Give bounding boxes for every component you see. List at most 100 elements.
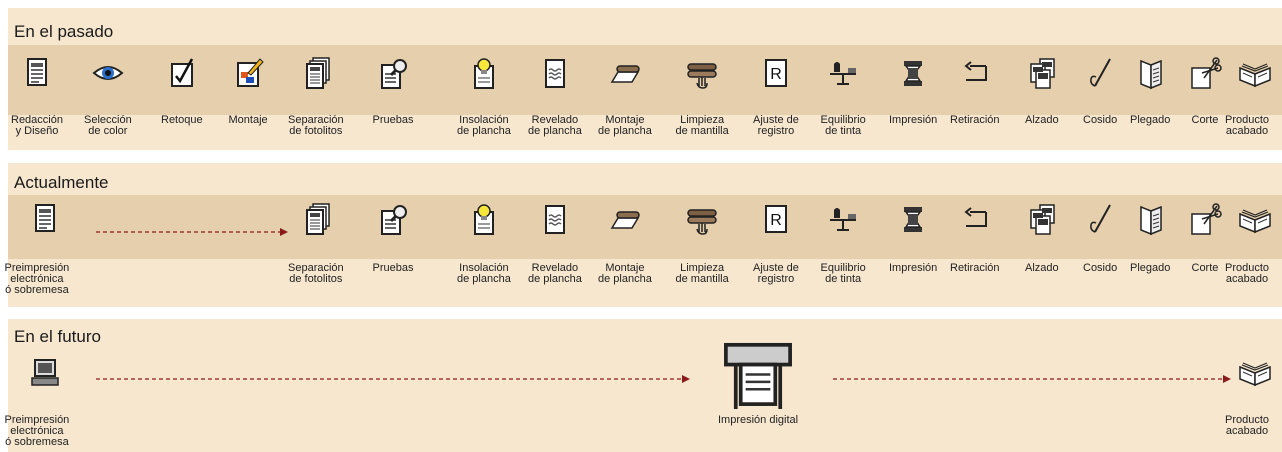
process-step: [1083, 56, 1117, 90]
open-book-icon: [1238, 209, 1272, 240]
film-stack-icon: [299, 57, 333, 94]
process-step: [1025, 202, 1059, 236]
magnifier-page-icon: [376, 205, 410, 240]
process-step: [896, 202, 930, 236]
open-book-icon: [1238, 362, 1272, 393]
process-step: [685, 56, 719, 90]
panel-title: En el pasado: [14, 22, 114, 41]
flow-arrow: [833, 375, 1231, 383]
process-step: [28, 202, 62, 236]
step-label: Producto acabado: [1225, 262, 1270, 285]
lightbulb-plate-icon: [467, 204, 501, 240]
step-label: Pruebas: [372, 262, 414, 274]
process-step: [1238, 355, 1272, 389]
process-step: [958, 202, 992, 236]
step-label: Plegado: [1130, 114, 1171, 126]
process-step: [299, 202, 333, 236]
flow-arrow: [96, 375, 690, 383]
process-step: [231, 56, 265, 90]
process-step: [1238, 56, 1272, 90]
return-arrow-icon: [958, 207, 992, 240]
panel-future: En el futuro: [8, 319, 1282, 452]
process-step: [165, 56, 199, 90]
wavy-plate-icon: [538, 205, 572, 240]
step-label: Ajuste de registro: [753, 262, 799, 285]
step-label: Insolación de plancha: [457, 262, 511, 285]
step-label: Retiración: [950, 262, 1000, 274]
step-label: Impresión: [889, 262, 938, 274]
process-step: [538, 202, 572, 236]
step-label: Pruebas: [372, 114, 414, 126]
ink-scale-icon: [826, 62, 860, 94]
document-icon: [28, 204, 62, 240]
svg-text:R: R: [770, 66, 782, 83]
step-label: Limpieza de mantilla: [675, 114, 729, 137]
checkmark-page-icon: [165, 58, 199, 94]
svg-text:R: R: [770, 212, 782, 229]
register-r-icon: R: [759, 59, 793, 94]
process-step: [826, 56, 860, 90]
step-label: Alzado: [1025, 262, 1059, 274]
lightbulb-plate-icon: [467, 58, 501, 94]
return-arrow-icon: [958, 61, 992, 94]
step-label: Impresión digital: [718, 414, 799, 426]
collage-pencil-icon: [231, 58, 265, 94]
panel-title: Actualmente: [14, 173, 109, 192]
process-step: [1238, 202, 1272, 236]
step-label: Selección de color: [84, 114, 132, 137]
step-label: Equilibrio de tinta: [820, 262, 866, 285]
open-book-icon: [1238, 63, 1272, 94]
step-label: Impresión: [889, 114, 938, 126]
panel-background: [8, 319, 1282, 452]
press-icon: [896, 207, 930, 240]
folded-sheet-icon: [1133, 205, 1167, 240]
process-step: [1083, 202, 1117, 236]
process-step: [467, 56, 501, 90]
large-format-printer-icon: [716, 342, 800, 418]
step-label: Cosido: [1083, 262, 1118, 274]
process-step: [1188, 202, 1222, 236]
step-label: Montaje de plancha: [598, 262, 652, 285]
process-step: [538, 56, 572, 90]
scissors-sheet-icon: [1188, 57, 1222, 94]
step-label: Revelado de plancha: [528, 262, 582, 285]
step-label: Preimpresión electrónica ó sobremesa: [4, 262, 70, 296]
process-step: [376, 56, 410, 90]
process-step: [958, 56, 992, 90]
process-step: R: [759, 202, 793, 236]
process-step: [896, 56, 930, 90]
step-label: Alzado: [1025, 114, 1059, 126]
eye-icon: [91, 66, 125, 94]
process-step: [608, 202, 642, 236]
process-step: [1133, 202, 1167, 236]
step-label: Separación de fotolitos: [288, 262, 344, 285]
step-label: Equilibrio de tinta: [820, 114, 866, 137]
process-step: [20, 56, 54, 90]
step-label: Limpieza de mantilla: [675, 262, 729, 285]
sheets-stack-icon: [1025, 58, 1059, 94]
process-step: [1133, 56, 1167, 90]
process-step: [1025, 56, 1059, 90]
folded-sheet-icon: [1133, 59, 1167, 94]
process-step: [826, 202, 860, 236]
computer-icon: [28, 359, 62, 393]
process-step: [685, 202, 719, 236]
step-label: Redacción y Diseño: [11, 114, 63, 137]
process-step: [716, 330, 800, 414]
step-label: Preimpresión electrónica ó sobremesa: [4, 414, 70, 448]
magnifier-page-icon: [376, 59, 410, 94]
process-step: [1188, 56, 1222, 90]
step-label: Revelado de plancha: [528, 114, 582, 137]
step-label: Retiración: [950, 114, 1000, 126]
process-step: [28, 355, 62, 389]
plate-roller-icon: [608, 211, 642, 240]
film-stack-icon: [299, 203, 333, 240]
wavy-plate-icon: [538, 59, 572, 94]
process-step: [467, 202, 501, 236]
step-label: Insolación de plancha: [457, 114, 511, 137]
needle-thread-icon: [1083, 58, 1117, 94]
step-label: Separación de fotolitos: [288, 114, 344, 137]
process-step: [91, 56, 125, 90]
step-label: Montaje de plancha: [598, 114, 652, 137]
document-icon: [20, 58, 54, 94]
